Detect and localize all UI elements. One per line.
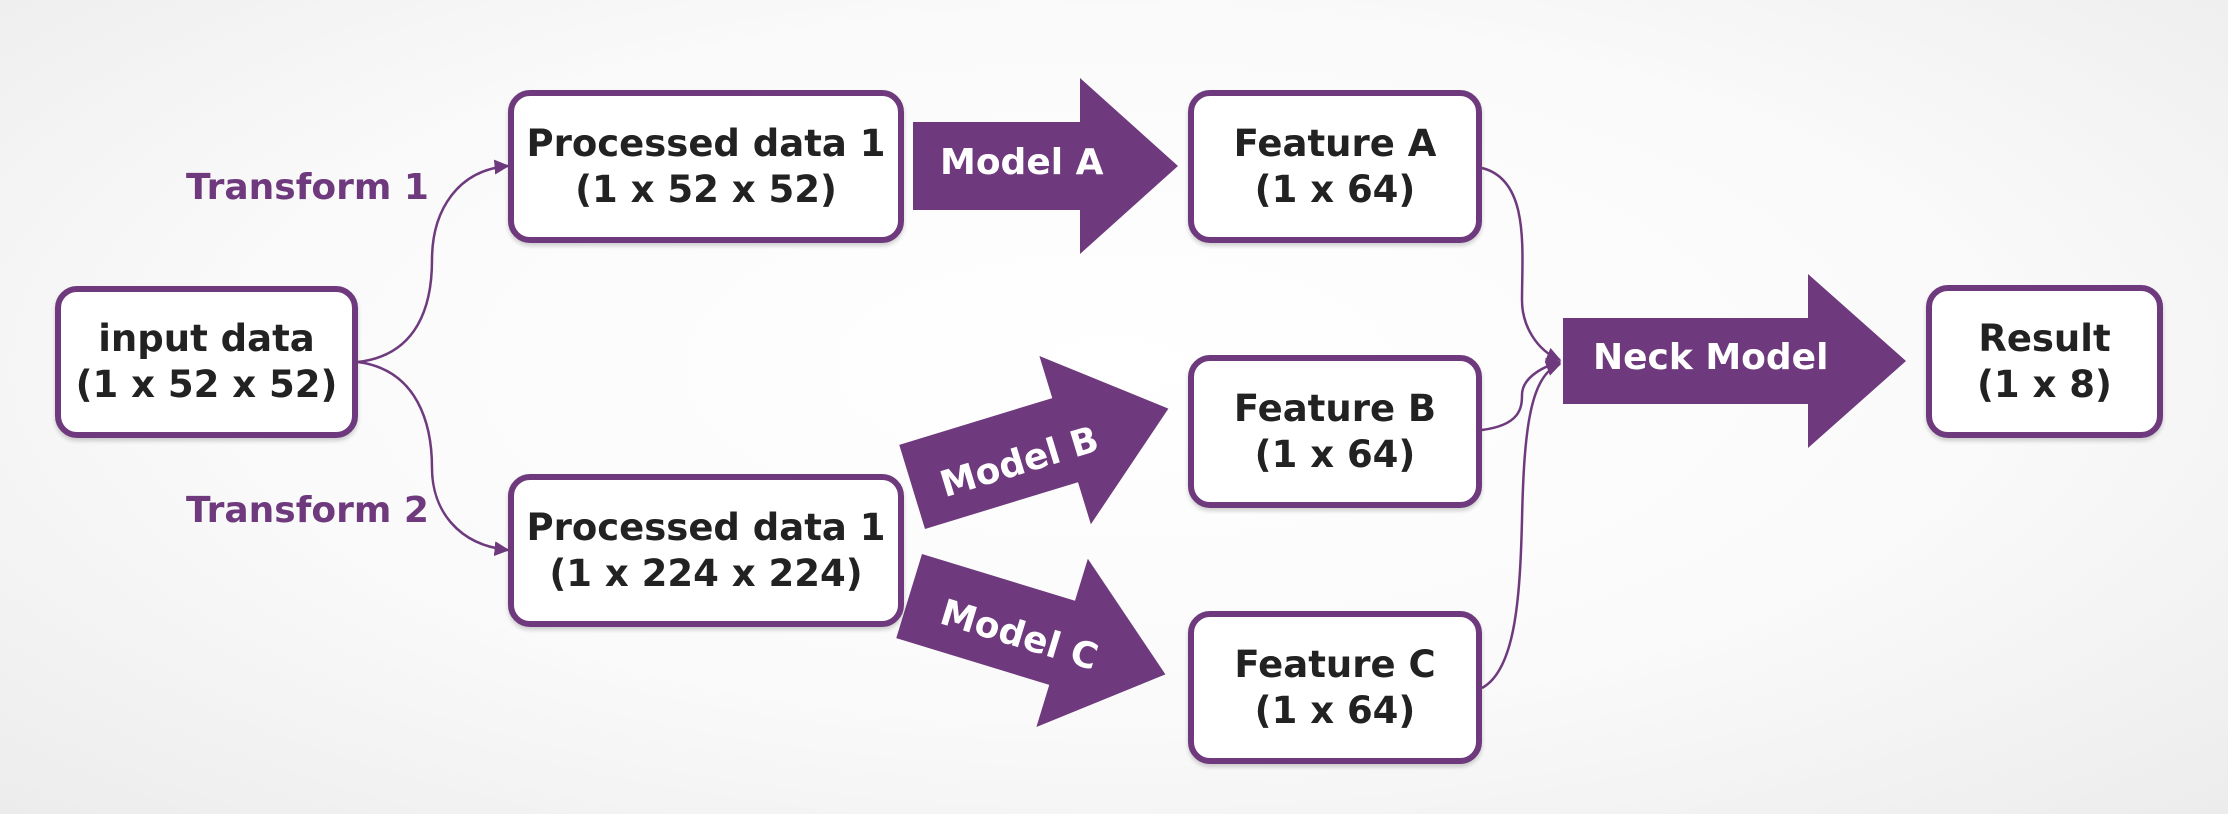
feature-b-node: Feature B (1 x 64) xyxy=(1188,355,1482,508)
result-node: Result (1 x 8) xyxy=(1926,285,2163,438)
feature-c-shape: (1 x 64) xyxy=(1254,688,1416,732)
connector-input-to-processed-2 xyxy=(357,360,510,557)
neck-model-label: Neck Model xyxy=(1593,337,1829,378)
connector-input-to-processed-1 xyxy=(357,159,510,364)
processed-data-1-shape: (1 x 52 x 52) xyxy=(575,167,837,211)
neck-model-block-arrow xyxy=(1563,274,1906,448)
feature-a-title: Feature A xyxy=(1233,121,1437,165)
transform-2-label: Transform 2 xyxy=(186,490,429,531)
processed-data-1-node: Processed data 1 (1 x 52 x 52) xyxy=(508,90,904,243)
model-c-block-arrow xyxy=(896,553,1166,728)
model-a-label: Model A xyxy=(940,142,1104,183)
connector-feature-b-to-neck xyxy=(1481,358,1562,432)
feature-c-node: Feature C (1 x 64) xyxy=(1188,611,1482,764)
transform-1-label: Transform 1 xyxy=(186,167,429,208)
processed-data-1-title: Processed data 1 xyxy=(526,121,886,165)
connector-feature-c-to-neck xyxy=(1481,361,1562,690)
input-data-shape: (1 x 52 x 52) xyxy=(75,363,338,406)
processed-data-2-title: Processed data 1 xyxy=(526,505,886,549)
input-data-node: input data (1 x 52 x 52) xyxy=(55,286,358,438)
feature-b-shape: (1 x 64) xyxy=(1254,432,1416,476)
processed-data-2-shape: (1 x 224 x 224) xyxy=(549,551,863,595)
feature-a-shape: (1 x 64) xyxy=(1254,167,1416,211)
input-data-title: input data xyxy=(98,317,315,360)
processed-data-2-node: Processed data 1 (1 x 224 x 224) xyxy=(508,474,904,627)
result-shape: (1 x 8) xyxy=(1977,362,2112,406)
model-b-block-arrow xyxy=(899,355,1169,530)
feature-b-title: Feature B xyxy=(1233,386,1437,430)
feature-a-node: Feature A (1 x 64) xyxy=(1188,90,1482,243)
connector-feature-a-to-neck xyxy=(1481,166,1562,362)
model-a-block-arrow xyxy=(913,78,1178,254)
result-title: Result xyxy=(1978,316,2111,360)
feature-c-title: Feature C xyxy=(1234,642,1436,686)
